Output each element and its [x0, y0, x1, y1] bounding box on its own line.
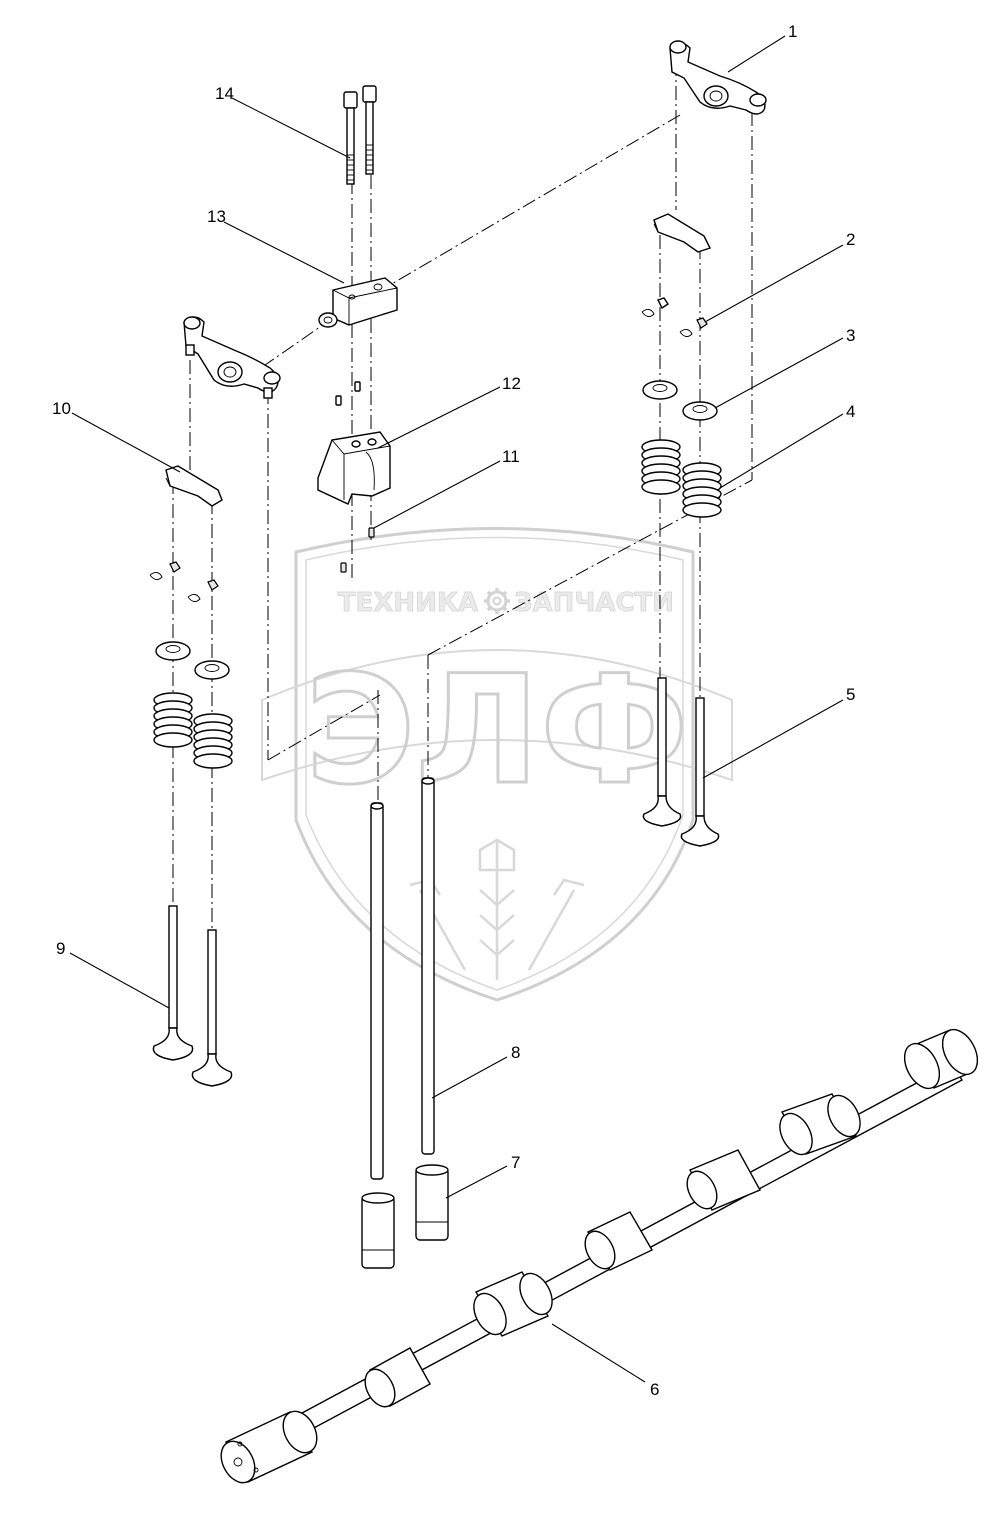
valves-left — [152, 905, 233, 1087]
callout-5: 5 — [846, 685, 855, 704]
callout-10: 10 — [52, 399, 71, 418]
spring-retainers — [155, 380, 718, 680]
leader-lines — [69, 35, 844, 1383]
callout-13: 13 — [207, 207, 226, 226]
valves-right — [642, 677, 720, 847]
callout-14: 14 — [215, 84, 234, 103]
rocker-support — [317, 381, 391, 505]
dowel-pins — [340, 527, 375, 573]
bolts — [343, 85, 377, 185]
callout-7: 7 — [511, 1153, 520, 1172]
watermark-logo: ЭЛФ — [305, 644, 688, 818]
valve-bridge-left — [165, 465, 223, 507]
callout-8: 8 — [511, 1043, 520, 1062]
valve-bridge-right — [653, 213, 711, 253]
camshaft — [220, 1028, 979, 1484]
callout-1: 1 — [788, 22, 797, 41]
rocker-arm-left — [183, 316, 281, 399]
watermark-wheat — [409, 838, 585, 980]
callout-labels: 1 2 3 4 5 6 7 8 9 10 11 12 13 14 — [52, 22, 855, 1399]
callout-3: 3 — [846, 326, 855, 345]
pushrods — [370, 777, 435, 1180]
watermark-text-left: ТЕХНИКА — [338, 588, 478, 618]
valve-keepers — [149, 297, 708, 602]
callout-2: 2 — [846, 230, 855, 249]
callout-4: 4 — [846, 402, 855, 421]
callout-9: 9 — [56, 939, 65, 958]
watermark-text-right: ЗАПЧАСТИ — [514, 588, 674, 618]
valve-springs — [153, 439, 722, 769]
callout-12: 12 — [502, 374, 521, 393]
rocker-shaft-block — [318, 277, 398, 328]
watermark-shield — [294, 527, 695, 1002]
watermark: ТЕХНИКА ЗАПЧАСТИ ЭЛФ — [261, 527, 733, 1002]
callout-6: 6 — [650, 1380, 659, 1399]
callout-11: 11 — [502, 447, 520, 466]
tappets — [361, 1164, 449, 1269]
gear-icon — [484, 588, 510, 614]
rocker-arm-right — [669, 40, 767, 115]
